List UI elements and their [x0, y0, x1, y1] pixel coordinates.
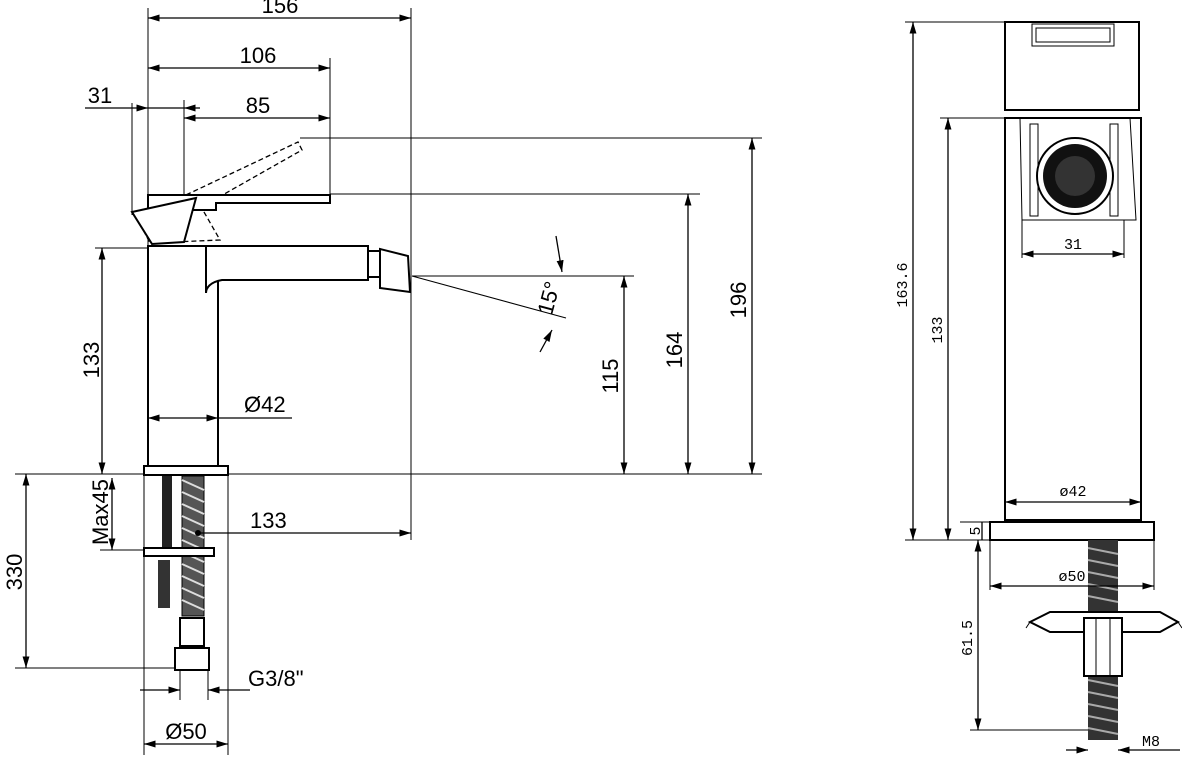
- dim-diameter-42-label: Ø42: [244, 392, 286, 417]
- dim-164-label: 164: [662, 332, 687, 369]
- dim-115-label: 115: [598, 358, 623, 393]
- dimension-31: 31: [85, 83, 200, 112]
- dim-angle-15-label: 15°: [532, 279, 565, 318]
- dim-max45-label: Max45: [88, 479, 113, 545]
- dimension-diameter-50: Ø50: [143, 476, 229, 755]
- dim-133-below-label: 133: [250, 508, 287, 533]
- dimension-31-front: 31: [1022, 237, 1124, 258]
- dimension-diameter-42-front: ø42: [1005, 484, 1141, 506]
- dimension-196: 196: [726, 138, 756, 474]
- dim-diameter-50-front-label: ø50: [1058, 569, 1085, 586]
- dim-133-front-label: 133: [930, 316, 947, 343]
- dimension-133-below: 133: [195, 508, 411, 537]
- dim-g38-label: G3/8": [248, 666, 304, 691]
- dim-133-body-label: 133: [79, 342, 104, 379]
- side-view: 156 106 31 85: [2, 0, 762, 755]
- dim-85-label: 85: [246, 93, 270, 118]
- dimension-133-body: 133: [79, 248, 106, 474]
- dimension-330: 330: [2, 474, 30, 668]
- dim-31-front-label: 31: [1064, 237, 1082, 254]
- dimension-85: 85: [184, 93, 330, 122]
- dimension-diameter-50-front: ø50: [990, 569, 1154, 590]
- dimension-164: 164: [662, 194, 692, 474]
- dim-156-label: 156: [262, 0, 299, 18]
- dimension-61-5: 61.5: [960, 540, 982, 730]
- dimension-diameter-42: Ø42: [148, 392, 292, 422]
- dim-diameter-42-front-label: ø42: [1059, 484, 1086, 501]
- dim-163-6-label: 163.6: [895, 262, 912, 307]
- dim-5-label: 5: [968, 526, 985, 535]
- dimension-angle-15: 15°: [411, 235, 567, 353]
- dimension-156: 156: [148, 0, 411, 22]
- dim-m8-label: M8: [1142, 734, 1160, 751]
- dim-diameter-50-label: Ø50: [165, 719, 207, 744]
- dim-31-label: 31: [88, 83, 112, 108]
- dim-106-label: 106: [240, 43, 277, 68]
- dim-330-label: 330: [2, 554, 27, 591]
- dimension-106: 106: [148, 43, 330, 72]
- dimension-g38: G3/8": [140, 666, 304, 700]
- dimension-133-front: 133: [930, 117, 952, 540]
- dim-196-label: 196: [726, 282, 751, 319]
- dimension-m8: M8: [1066, 734, 1180, 754]
- dimension-max45: Max45: [88, 478, 116, 550]
- dim-61-5-label: 61.5: [960, 620, 977, 656]
- dimension-115: 115: [598, 276, 628, 474]
- dimension-5: 5: [968, 522, 985, 540]
- dimension-163-6: 163.6: [895, 22, 917, 540]
- front-view: 163.6 133 31 ø42 5 ø50 61.5 M8: [895, 21, 1182, 754]
